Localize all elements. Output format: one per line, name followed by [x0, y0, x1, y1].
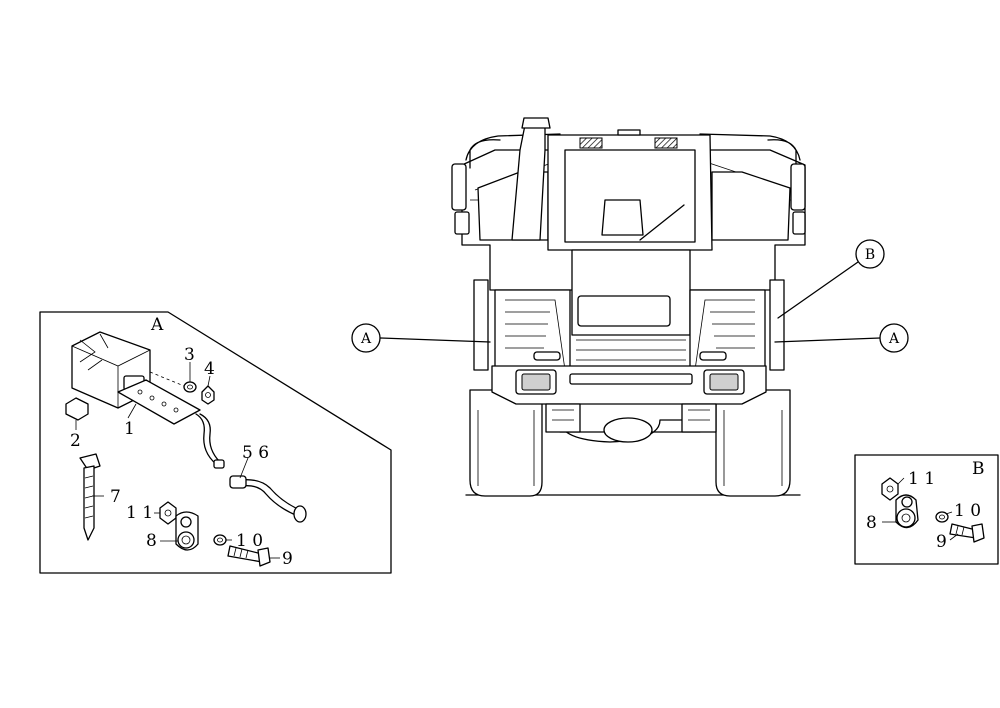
part-10-washer — [935, 511, 949, 523]
detail-b-frame — [854, 454, 999, 565]
label-5-6: 5 6 — [242, 443, 269, 463]
callout-letter: A — [888, 331, 900, 347]
label-8: 8 — [146, 531, 157, 551]
label-11: 1 1 — [908, 469, 935, 489]
detail-a-leaders — [75, 362, 280, 559]
label-9: 9 — [282, 549, 293, 569]
part-2-connector — [65, 397, 89, 421]
part-11-nut — [159, 501, 177, 525]
callout-front-left: A — [351, 323, 381, 353]
detail-b-leaders — [882, 477, 959, 541]
part-5-grommet — [229, 475, 247, 489]
right-fender — [689, 289, 766, 376]
windshield — [564, 149, 696, 243]
left-tow-hook — [545, 403, 581, 433]
left-mirror — [451, 163, 467, 211]
left-lower-mirror — [454, 211, 470, 235]
detail-a-frame — [39, 311, 392, 574]
callout-letter: A — [360, 331, 372, 347]
part-11-nut — [881, 477, 899, 501]
label-3: 3 — [184, 345, 195, 365]
front-bumper — [491, 365, 767, 405]
label-8: 8 — [866, 513, 877, 533]
detail-a-parts — [65, 331, 307, 567]
label-7: 7 — [110, 487, 121, 507]
detail-b-title: B — [972, 459, 985, 479]
label-2: 2 — [70, 431, 81, 451]
roof-light-left — [579, 137, 603, 149]
part-7-cable-tie-head — [79, 453, 101, 471]
detail-a-title: A — [150, 315, 164, 335]
label-10: 1 0 — [236, 531, 263, 551]
detail-b-parts — [881, 477, 985, 543]
part-3-washer — [183, 381, 197, 393]
seat — [601, 199, 644, 236]
dump-truck-front-view — [451, 117, 806, 497]
left-fender — [494, 289, 571, 376]
left-tire — [469, 389, 543, 497]
callout-leaders — [379, 261, 881, 343]
label-1: 1 — [124, 419, 135, 439]
right-tow-hook — [681, 403, 717, 433]
label-10: 1 0 — [954, 501, 981, 521]
differential — [603, 417, 653, 443]
callout-front-upper-right: B — [855, 239, 885, 269]
label-11: 1 1 — [126, 503, 153, 523]
callout-front-right: A — [879, 323, 909, 353]
callout-letter: B — [865, 247, 875, 263]
exhaust-stack — [511, 124, 546, 241]
part-7-cable-tie — [83, 465, 95, 541]
right-mirror — [790, 163, 806, 211]
roof-light-right — [654, 137, 678, 149]
part-6-plug — [293, 505, 307, 523]
right-tire — [715, 389, 791, 497]
label-9: 9 — [936, 532, 947, 552]
label-4: 4 — [204, 359, 215, 379]
wiper — [639, 204, 685, 241]
right-lower-mirror — [792, 211, 806, 235]
part-4-nut — [201, 385, 215, 405]
part-10-washer — [213, 534, 227, 546]
